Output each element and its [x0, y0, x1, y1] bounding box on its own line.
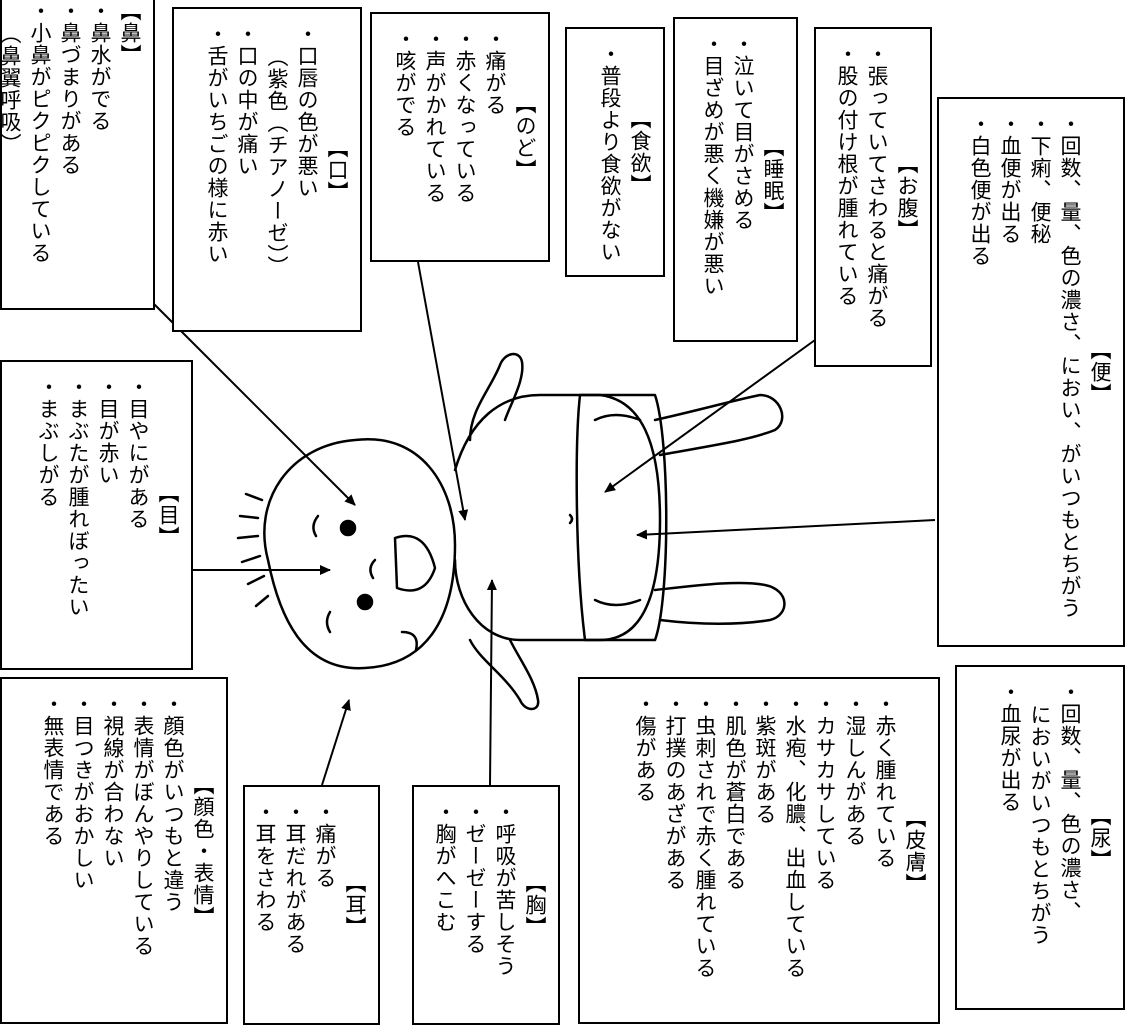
face-line-4: ・目つきがおかしい: [71, 693, 95, 891]
appetite-title: 【食欲】: [628, 108, 652, 196]
stool-line-4: ・白色便が出る: [968, 113, 992, 267]
appetite-box: 【食欲】 ・普段より食欲がない: [565, 27, 665, 277]
ear-line-2: ・耳だれがある: [283, 801, 307, 955]
ear-title: 【耳】: [343, 872, 367, 938]
stool-title: 【便】: [1088, 339, 1112, 405]
ear-box: 【耳】 ・痛がる ・耳だれがある ・耳をさわる: [243, 785, 380, 1025]
mouth-line-2: （紫色（チアノーゼ））: [265, 46, 289, 278]
throat-line-1: ・痛がる: [483, 28, 507, 116]
arrow-belly: [604, 339, 816, 493]
urine-line-1: ・回数、量、色の濃さ、: [1058, 681, 1082, 923]
appetite-line-1: ・普段より食欲がない: [598, 43, 622, 263]
mouth-line-4: ・舌がいちごの様に赤い: [205, 23, 229, 265]
nose-title: 【鼻】: [118, 0, 142, 66]
throat-line-3: ・声がかれている: [423, 28, 447, 204]
face-expression-box: 【顔色・表情】 ・顔色がいつもと違う ・表情がぼんやりしている ・視線が合わない…: [0, 677, 228, 1024]
stool-box: 【便】 ・回数、量、色の濃さ、におい、がいつもとちがう ・下痢、便秘 ・血便が出…: [937, 97, 1125, 647]
throat-line-4: ・咳がでる: [393, 28, 417, 138]
face-line-3: ・視線が合わない: [101, 693, 125, 869]
skin-line-8: ・打撲のあざがある: [663, 693, 687, 891]
face-line-5: ・無表情である: [41, 693, 65, 847]
belly-line-2: ・股の付け根が腫れている: [835, 43, 859, 307]
ear-line-3: ・耳をさわる: [253, 801, 277, 933]
sleep-line-2: ・目ざめが悪く機嫌が悪い: [701, 33, 725, 297]
ear-line-1: ・痛がる: [313, 801, 337, 889]
pointer-arrows: [149, 261, 936, 786]
stool-line-2: ・下痢、便秘: [1028, 113, 1052, 245]
belly-line-1: ・張っていてさわると痛がる: [865, 43, 889, 329]
baby-illustration: [236, 352, 786, 711]
stool-line-1: ・回数、量、色の濃さ、におい、がいつもとちがう: [1058, 113, 1082, 619]
belly-title: 【お腹】: [895, 153, 919, 241]
arrow-throat: [417, 261, 469, 521]
skin-line-7: ・虫刺されで赤く腫れている: [693, 693, 717, 979]
face-title: 【顔色・表情】: [191, 773, 215, 928]
skin-line-2: ・湿しんがある: [843, 693, 867, 847]
skin-box: 【皮膚】 ・赤く腫れている ・湿しんがある ・カサカサしている ・水疱、化膿、出…: [578, 677, 940, 1024]
urine-line-3: ・血尿が出る: [998, 681, 1022, 813]
sleep-box: 【睡眠】 ・泣いて目がさめる ・目ざめが悪く機嫌が悪い: [673, 17, 798, 342]
eye-line-1: ・目やにがある: [126, 376, 150, 530]
nose-line-1: ・鼻水がでる: [88, 0, 112, 132]
skin-line-1: ・赤く腫れている: [873, 693, 897, 869]
arrow-chest: [486, 579, 497, 786]
sleep-line-1: ・泣いて目がさめる: [731, 33, 755, 231]
skin-line-5: ・紫斑がある: [753, 693, 777, 825]
sleep-title: 【睡眠】: [761, 135, 785, 224]
nose-box: 【鼻】 ・鼻水がでる ・鼻づまりがある ・小鼻がピクピクしている （鼻翼呼吸）: [0, 0, 155, 310]
eye-line-3: ・まぶたが腫れぼったい: [66, 376, 90, 618]
urine-line-2: においがいつもとちがう: [1028, 704, 1052, 947]
skin-line-4: ・水疱、化膿、出血している: [783, 693, 807, 979]
chest-box: 【胸】 ・呼吸が苦しそう ・ゼーゼーする ・胸がへこむ: [412, 785, 560, 1025]
urine-box: 【尿】 ・回数、量、色の濃さ、 においがいつもとちがう ・血尿が出る: [955, 665, 1125, 1010]
chest-line-3: ・胸がへこむ: [433, 801, 457, 933]
stool-line-3: ・血便が出る: [998, 113, 1022, 245]
skin-line-3: ・カサカサしている: [813, 693, 837, 891]
arrow-nose: [149, 299, 356, 506]
nose-line-2: ・鼻づまりがある: [58, 0, 82, 176]
throat-box: 【のど】 ・痛がる ・赤くなっている ・声がかれている ・咳がでる: [370, 12, 550, 262]
nose-line-4: （鼻翼呼吸）: [0, 23, 22, 156]
arrow-ear: [321, 699, 351, 786]
skin-title: 【皮膚】: [903, 806, 927, 895]
eye-line-2: ・目が赤い: [96, 376, 120, 486]
mouth-box: 【口】 ・口唇の色が悪い （紫色（チアノーゼ）） ・口の中が痛い ・舌がいちごの…: [172, 7, 362, 332]
urine-title: 【尿】: [1088, 804, 1112, 871]
throat-line-2: ・赤くなっている: [453, 28, 477, 204]
chest-line-1: ・呼吸が苦しそう: [493, 801, 517, 977]
chest-line-2: ・ゼーゼーする: [463, 801, 487, 955]
skin-line-9: ・傷がある: [633, 693, 657, 803]
eye-title: 【目】: [156, 482, 180, 548]
mouth-line-3: ・口の中が痛い: [235, 23, 259, 177]
throat-title: 【のど】: [513, 93, 537, 181]
skin-line-6: ・肌色が蒼白である: [723, 693, 747, 891]
belly-box: 【お腹】 ・張っていてさわると痛がる ・股の付け根が腫れている: [814, 27, 932, 367]
face-line-1: ・顔色がいつもと違う: [161, 693, 185, 913]
eye-box: 【目】 ・目やにがある ・目が赤い ・まぶたが腫れぼったい ・まぶしがる: [0, 360, 193, 670]
mouth-title: 【口】: [325, 136, 349, 203]
eye-line-4: ・まぶしがる: [36, 376, 60, 508]
mouth-line-1: ・口唇の色が悪い: [295, 23, 319, 199]
arrow-stool: [636, 519, 936, 540]
face-line-2: ・表情がぼんやりしている: [131, 693, 155, 957]
chest-title: 【胸】: [523, 872, 547, 938]
nose-line-3: ・小鼻がピクピクしている: [28, 0, 52, 264]
